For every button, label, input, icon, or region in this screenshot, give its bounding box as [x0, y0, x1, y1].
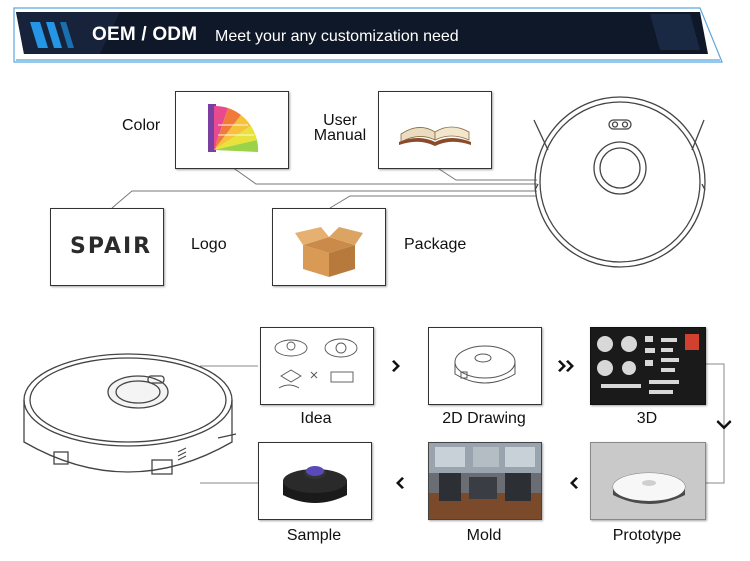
logo-label: Logo — [191, 236, 227, 253]
sample-label: Sample — [286, 527, 342, 544]
idea-step-card[interactable] — [260, 327, 374, 405]
prototype-step-card[interactable] — [590, 442, 706, 520]
2d-drawing-icon — [454, 345, 516, 384]
robot-vacuum-side-illustration — [23, 353, 237, 475]
3d-model-icon — [597, 334, 699, 394]
package-option-card[interactable] — [272, 208, 386, 286]
mold-label: Mold — [466, 527, 502, 544]
idea-label: Idea — [300, 410, 332, 427]
user-manual-label-line2: Manual — [313, 127, 367, 144]
2d-drawing-step-card[interactable] — [428, 327, 542, 405]
mold-factory-icon — [429, 443, 541, 519]
robot-vacuum-top-illustration — [533, 96, 706, 268]
cardboard-box-icon — [295, 227, 363, 277]
banner-subtitle: Meet your any customization need — [215, 28, 459, 45]
color-option-card[interactable] — [175, 91, 289, 169]
color-swatch-fan-icon — [208, 104, 259, 152]
brand-logo-text: SPAIR — [70, 234, 153, 259]
arrow-3d-to-prototype — [716, 420, 732, 430]
3d-step-card[interactable] — [590, 327, 706, 405]
2d-drawing-label: 2D Drawing — [442, 410, 526, 427]
package-label: Package — [404, 236, 467, 253]
header-banner: OEM / ODM Meet your any customization ne… — [0, 0, 750, 72]
arrow-2d-to-3d-b — [566, 360, 574, 372]
sample-step-card[interactable] — [258, 442, 372, 520]
sample-robot-icon — [283, 466, 347, 503]
arrow-mold-to-sample — [396, 477, 404, 489]
arrow-idea-to-2d — [392, 360, 400, 372]
open-book-icon — [399, 126, 471, 146]
prototype-robot-icon — [612, 472, 686, 504]
prototype-label: Prototype — [612, 527, 682, 544]
idea-sketch-icon — [274, 338, 358, 389]
arrow-prototype-to-mold — [570, 477, 578, 489]
user-manual-label-line1: User — [323, 112, 357, 129]
banner-shape — [13, 7, 723, 63]
user-manual-label: User Manual — [310, 112, 370, 144]
color-label: Color — [122, 117, 161, 134]
3d-label: 3D — [636, 410, 658, 427]
mold-step-card[interactable] — [428, 442, 542, 520]
user-manual-option-card[interactable] — [378, 91, 492, 169]
arrow-2d-to-3d-a — [558, 360, 566, 372]
logo-option-card[interactable] — [50, 208, 164, 286]
banner-title: OEM / ODM — [92, 24, 198, 45]
